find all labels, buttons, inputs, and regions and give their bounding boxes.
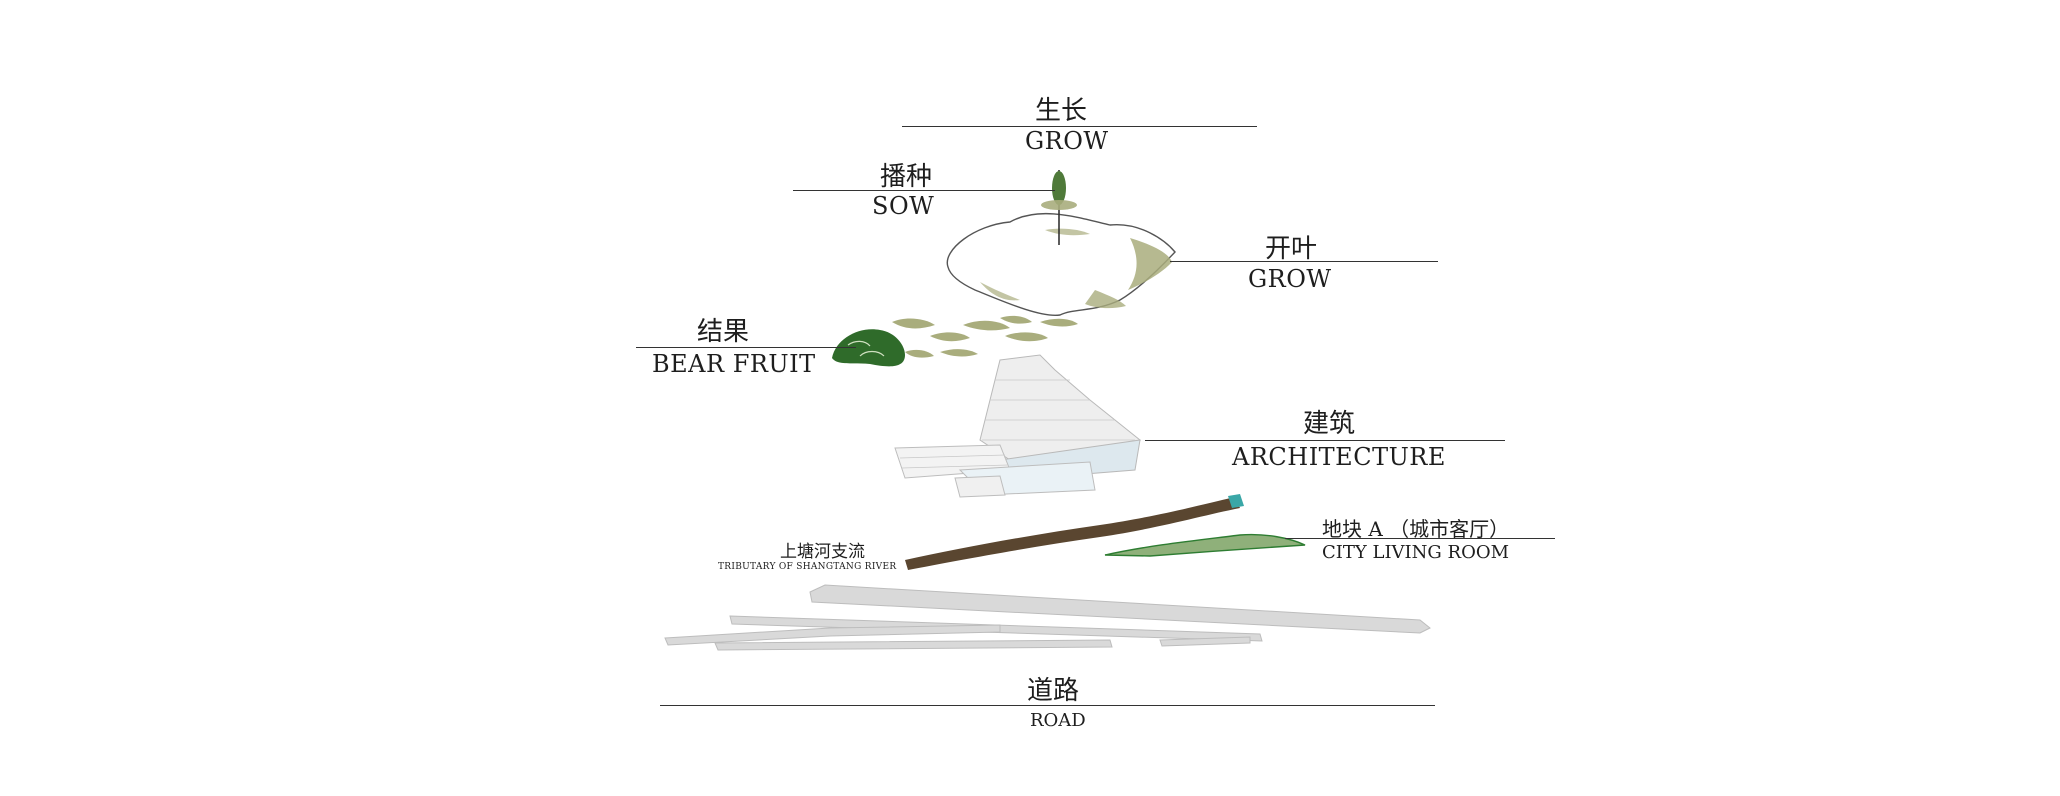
leader-grow-leaf	[1170, 261, 1438, 262]
plot-a-terrain	[1104, 533, 1306, 557]
sprout-tree-icon	[1041, 170, 1077, 245]
label-road-zh: 道路	[1027, 676, 1080, 706]
river-tributary	[905, 494, 1244, 570]
leader-road	[660, 705, 1435, 706]
label-architecture-en: ARCHITECTURE	[1232, 443, 1446, 471]
label-architecture-zh: 建筑	[1303, 409, 1356, 439]
leader-plot-a	[1285, 538, 1555, 539]
leader-sow	[793, 190, 1055, 191]
label-grow-leaf-zh: 开叶	[1265, 234, 1318, 264]
leader-bear-fruit	[636, 347, 856, 348]
label-grow-top-zh: 生长	[1035, 96, 1088, 126]
label-plot-a-en: CITY LIVING ROOM	[1322, 542, 1510, 563]
leader-grow-top	[902, 126, 1257, 127]
label-sow-zh: 播种	[880, 162, 933, 192]
label-bear-fruit-zh: 结果	[697, 317, 750, 347]
label-tributary-zh: 上塘河支流	[780, 542, 865, 562]
fruit-icon	[832, 329, 905, 367]
label-plot-a-zh: 地块 A （城市客厅）	[1322, 517, 1510, 541]
label-grow-top-en: GROW	[1025, 127, 1109, 155]
label-grow-leaf-en: GROW	[1248, 265, 1332, 293]
cloud-landform	[946, 212, 1176, 316]
label-bear-fruit-en: BEAR FRUIT	[652, 350, 816, 378]
label-sow-en: SOW	[872, 192, 935, 220]
drifting-leaves	[892, 315, 1078, 358]
label-road-en: ROAD	[1030, 710, 1086, 731]
roads	[664, 584, 1431, 651]
leader-architecture	[1145, 440, 1505, 441]
label-tributary-en: TRIBUTARY OF SHANGTANG RIVER	[718, 562, 897, 572]
architecture-building	[894, 354, 1142, 498]
